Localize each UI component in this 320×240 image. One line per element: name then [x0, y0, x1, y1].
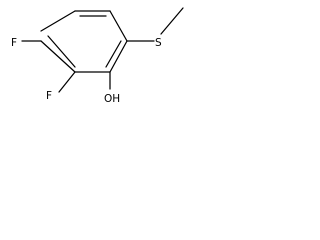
- hydroxyl-label: OH: [104, 93, 120, 105]
- fluorine-lower-label: F: [46, 90, 52, 102]
- fluorine-upper-label: F: [11, 37, 17, 49]
- atom-labels: F F OH S: [11, 37, 162, 105]
- bond-c6-c1: [40, 40, 76, 73]
- bond-c4-c5: [109, 40, 128, 73]
- inner-double-bond-right: [105, 40, 122, 68]
- sulfur-label: S: [155, 37, 162, 49]
- bond-c3-c4: [109, 10, 128, 42]
- chemical-structure-diagram: F F OH S: [11, 7, 184, 105]
- inner-double-bond-left: [47, 35, 76, 68]
- bond-c1-c2: [40, 10, 76, 32]
- bond-to-fluorine-lower: [58, 71, 76, 93]
- benzene-ring: [40, 10, 128, 73]
- substituent-bonds: [21, 7, 184, 93]
- bond-sulfur-to-methyl: [160, 7, 184, 35]
